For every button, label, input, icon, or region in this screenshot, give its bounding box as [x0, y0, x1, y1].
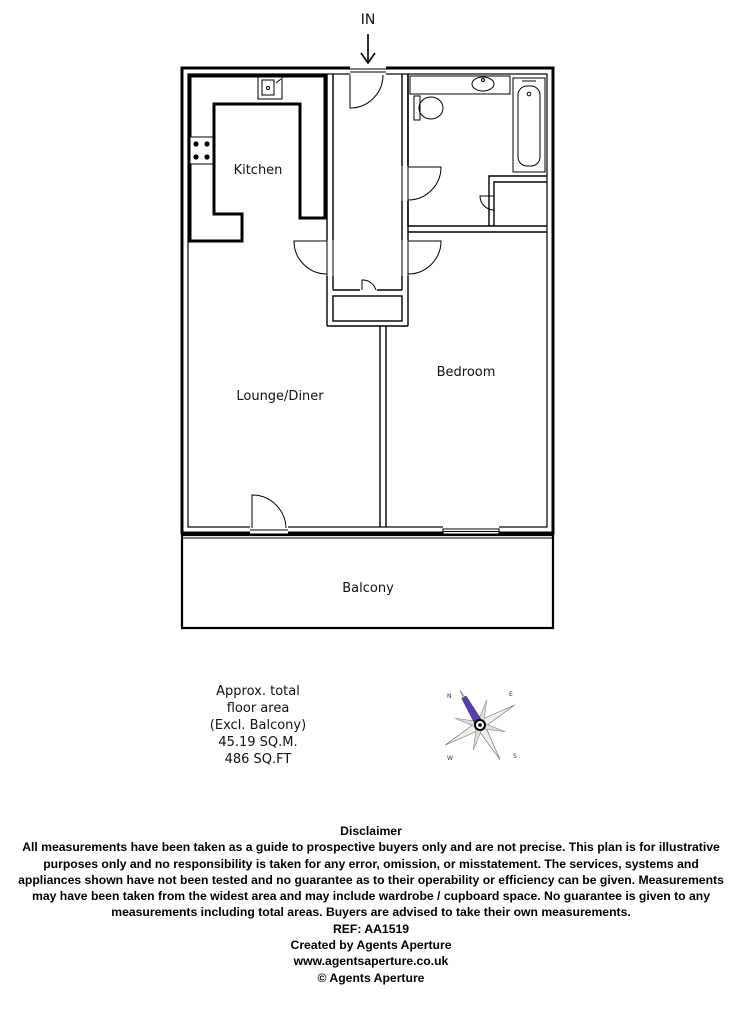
vanity-unit: [409, 75, 511, 95]
airing-cupboard: [479, 175, 547, 226]
bedroom-window: [442, 525, 500, 535]
toilet-icon: [413, 95, 444, 121]
area-sqm: 45.19 SQ.M.: [218, 735, 298, 750]
outer-walls: [180, 66, 555, 535]
bedroom-label: Bedroom: [437, 365, 496, 380]
lounge-door: [293, 240, 335, 276]
bathtub-icon: [512, 77, 546, 173]
floor-plan: IN Kitchen: [180, 12, 555, 630]
compass-s: S: [513, 753, 517, 760]
disclaimer-created-by: Created by Agents Aperture: [290, 938, 452, 953]
disclaimer-block: Disclaimer All measurements have been ta…: [12, 823, 730, 986]
balcony-outline: [180, 533, 555, 630]
balcony-door: [250, 494, 288, 535]
compass-e: E: [509, 691, 513, 698]
area-line-2: floor area: [226, 701, 290, 716]
bathroom-door: [400, 166, 442, 201]
hob-icon: [189, 136, 214, 165]
compass-n: N: [447, 693, 452, 700]
bathroom-walls: [407, 74, 547, 233]
cupboard-door: [360, 279, 377, 292]
disclaimer-copyright: © Agents Aperture: [317, 970, 425, 985]
area-line-1: Approx. total: [216, 684, 300, 699]
hallway-walls: [326, 74, 409, 327]
entrance-arrow: [360, 34, 376, 65]
compass-w: W: [447, 755, 453, 762]
bedroom-wall: [379, 326, 387, 527]
kitchen-sink-icon: [257, 76, 283, 100]
balcony-label: Balcony: [342, 581, 394, 596]
entrance-label: IN: [361, 12, 376, 28]
area-sqft: 486 SQ.FT: [224, 752, 292, 767]
disclaimer-title: Disclaimer: [340, 824, 402, 838]
floor-area-summary: Approx. total floor area (Excl. Balcony)…: [170, 683, 346, 768]
lounge-label: Lounge/Diner: [236, 389, 324, 404]
front-door: [349, 66, 386, 109]
disclaimer-ref: REF: AA1519: [332, 921, 410, 936]
compass-icon: N E S W: [445, 690, 517, 762]
bedroom-door: [400, 240, 442, 276]
disclaimer-body: All measurements have been taken as a gu…: [18, 840, 724, 920]
disclaimer-website: www.agentsaperture.co.uk: [293, 954, 449, 969]
area-line-3: (Excl. Balcony): [209, 718, 307, 733]
kitchen-label: Kitchen: [234, 163, 283, 178]
